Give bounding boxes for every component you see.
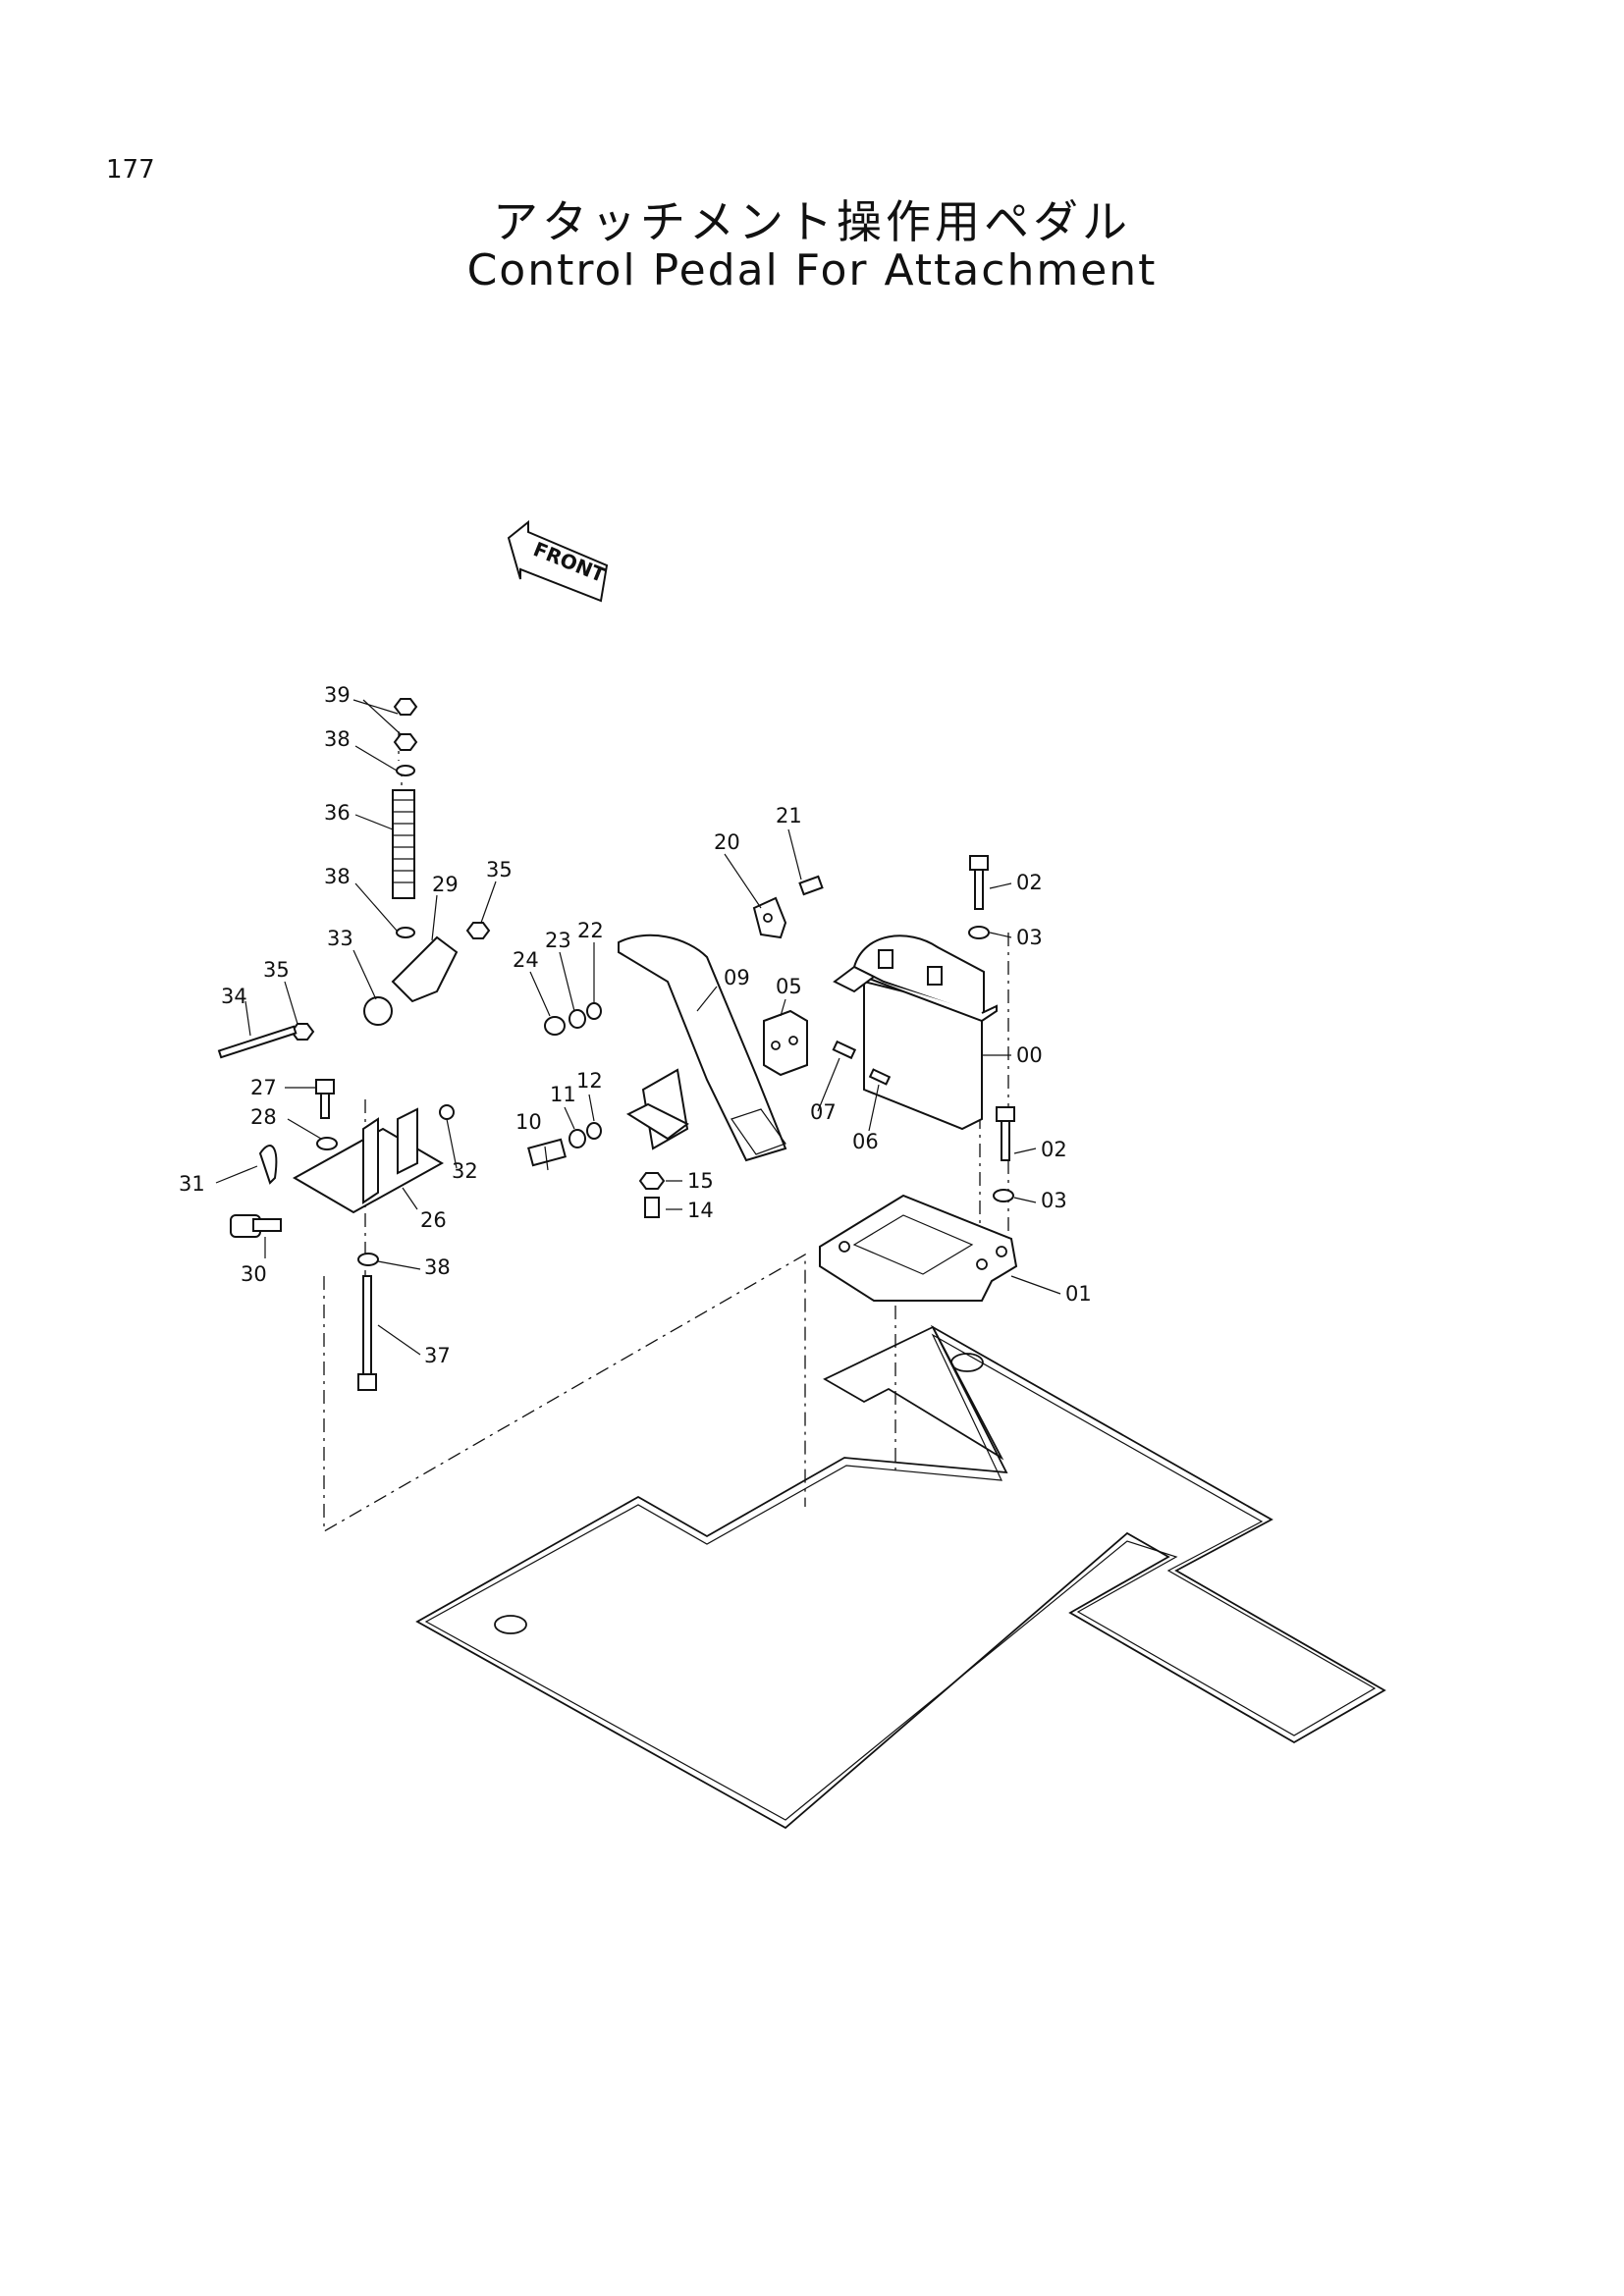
bolts-right xyxy=(798,855,1015,1202)
callout-31: 31 xyxy=(179,1172,205,1196)
fasteners-middle xyxy=(527,1002,892,1218)
block-part xyxy=(763,1009,808,1077)
callout-01: 01 xyxy=(1065,1282,1092,1306)
callout-03-lower: 03 xyxy=(1041,1189,1067,1212)
callout-07: 07 xyxy=(810,1100,837,1124)
pedal-plate xyxy=(618,934,787,1162)
callout-06: 06 xyxy=(852,1130,879,1153)
callout-10: 10 xyxy=(515,1110,542,1134)
page-title-english: Control Pedal For Attachment xyxy=(466,245,1158,295)
callout-24: 24 xyxy=(513,948,539,972)
callout-35-right: 35 xyxy=(486,858,513,881)
callout-35: 35 xyxy=(263,958,290,982)
callout-26: 26 xyxy=(420,1208,447,1232)
callout-21: 21 xyxy=(776,804,802,828)
callout-12: 12 xyxy=(576,1069,603,1093)
callout-36: 36 xyxy=(324,801,351,825)
page-number: 177 xyxy=(106,155,155,185)
callout-34: 34 xyxy=(221,985,247,1008)
callout-23: 23 xyxy=(545,929,571,952)
callout-00: 00 xyxy=(1016,1043,1043,1067)
callout-32: 32 xyxy=(452,1159,478,1183)
callout-38-bottom: 38 xyxy=(424,1255,451,1279)
callout-33: 33 xyxy=(327,927,353,950)
base-plate xyxy=(819,1194,1018,1302)
callout-37: 37 xyxy=(424,1344,451,1367)
callout-22: 22 xyxy=(577,919,604,942)
callout-27: 27 xyxy=(250,1076,277,1099)
callout-02: 02 xyxy=(1016,871,1043,894)
bracket-part xyxy=(752,896,787,939)
callout-03: 03 xyxy=(1016,926,1043,949)
callout-29: 29 xyxy=(432,873,459,896)
floor-plate xyxy=(415,1324,1386,1830)
callout-11: 11 xyxy=(550,1083,576,1106)
leader-lines xyxy=(215,699,1061,1356)
callout-38-top: 38 xyxy=(324,727,351,751)
callout-30: 30 xyxy=(241,1262,267,1286)
callout-14: 14 xyxy=(687,1199,714,1222)
callout-20: 20 xyxy=(714,830,740,854)
page-title-japanese: アタッチメント操作用ペダル xyxy=(493,195,1131,248)
callout-labels: 00 01 02 02 03 03 05 06 07 09 10 11 12 1… xyxy=(179,683,1092,1367)
callout-38-mid: 38 xyxy=(324,865,351,888)
callout-39: 39 xyxy=(324,683,351,707)
callout-09: 09 xyxy=(724,966,750,989)
callout-15: 15 xyxy=(687,1169,714,1193)
left-linkage-assembly xyxy=(217,698,491,1391)
front-arrow-icon: FRONT xyxy=(507,519,609,603)
callout-28: 28 xyxy=(250,1105,277,1129)
callout-02-lower: 02 xyxy=(1041,1138,1067,1161)
callout-05: 05 xyxy=(776,975,802,998)
pedal-valve-body xyxy=(833,934,998,1131)
